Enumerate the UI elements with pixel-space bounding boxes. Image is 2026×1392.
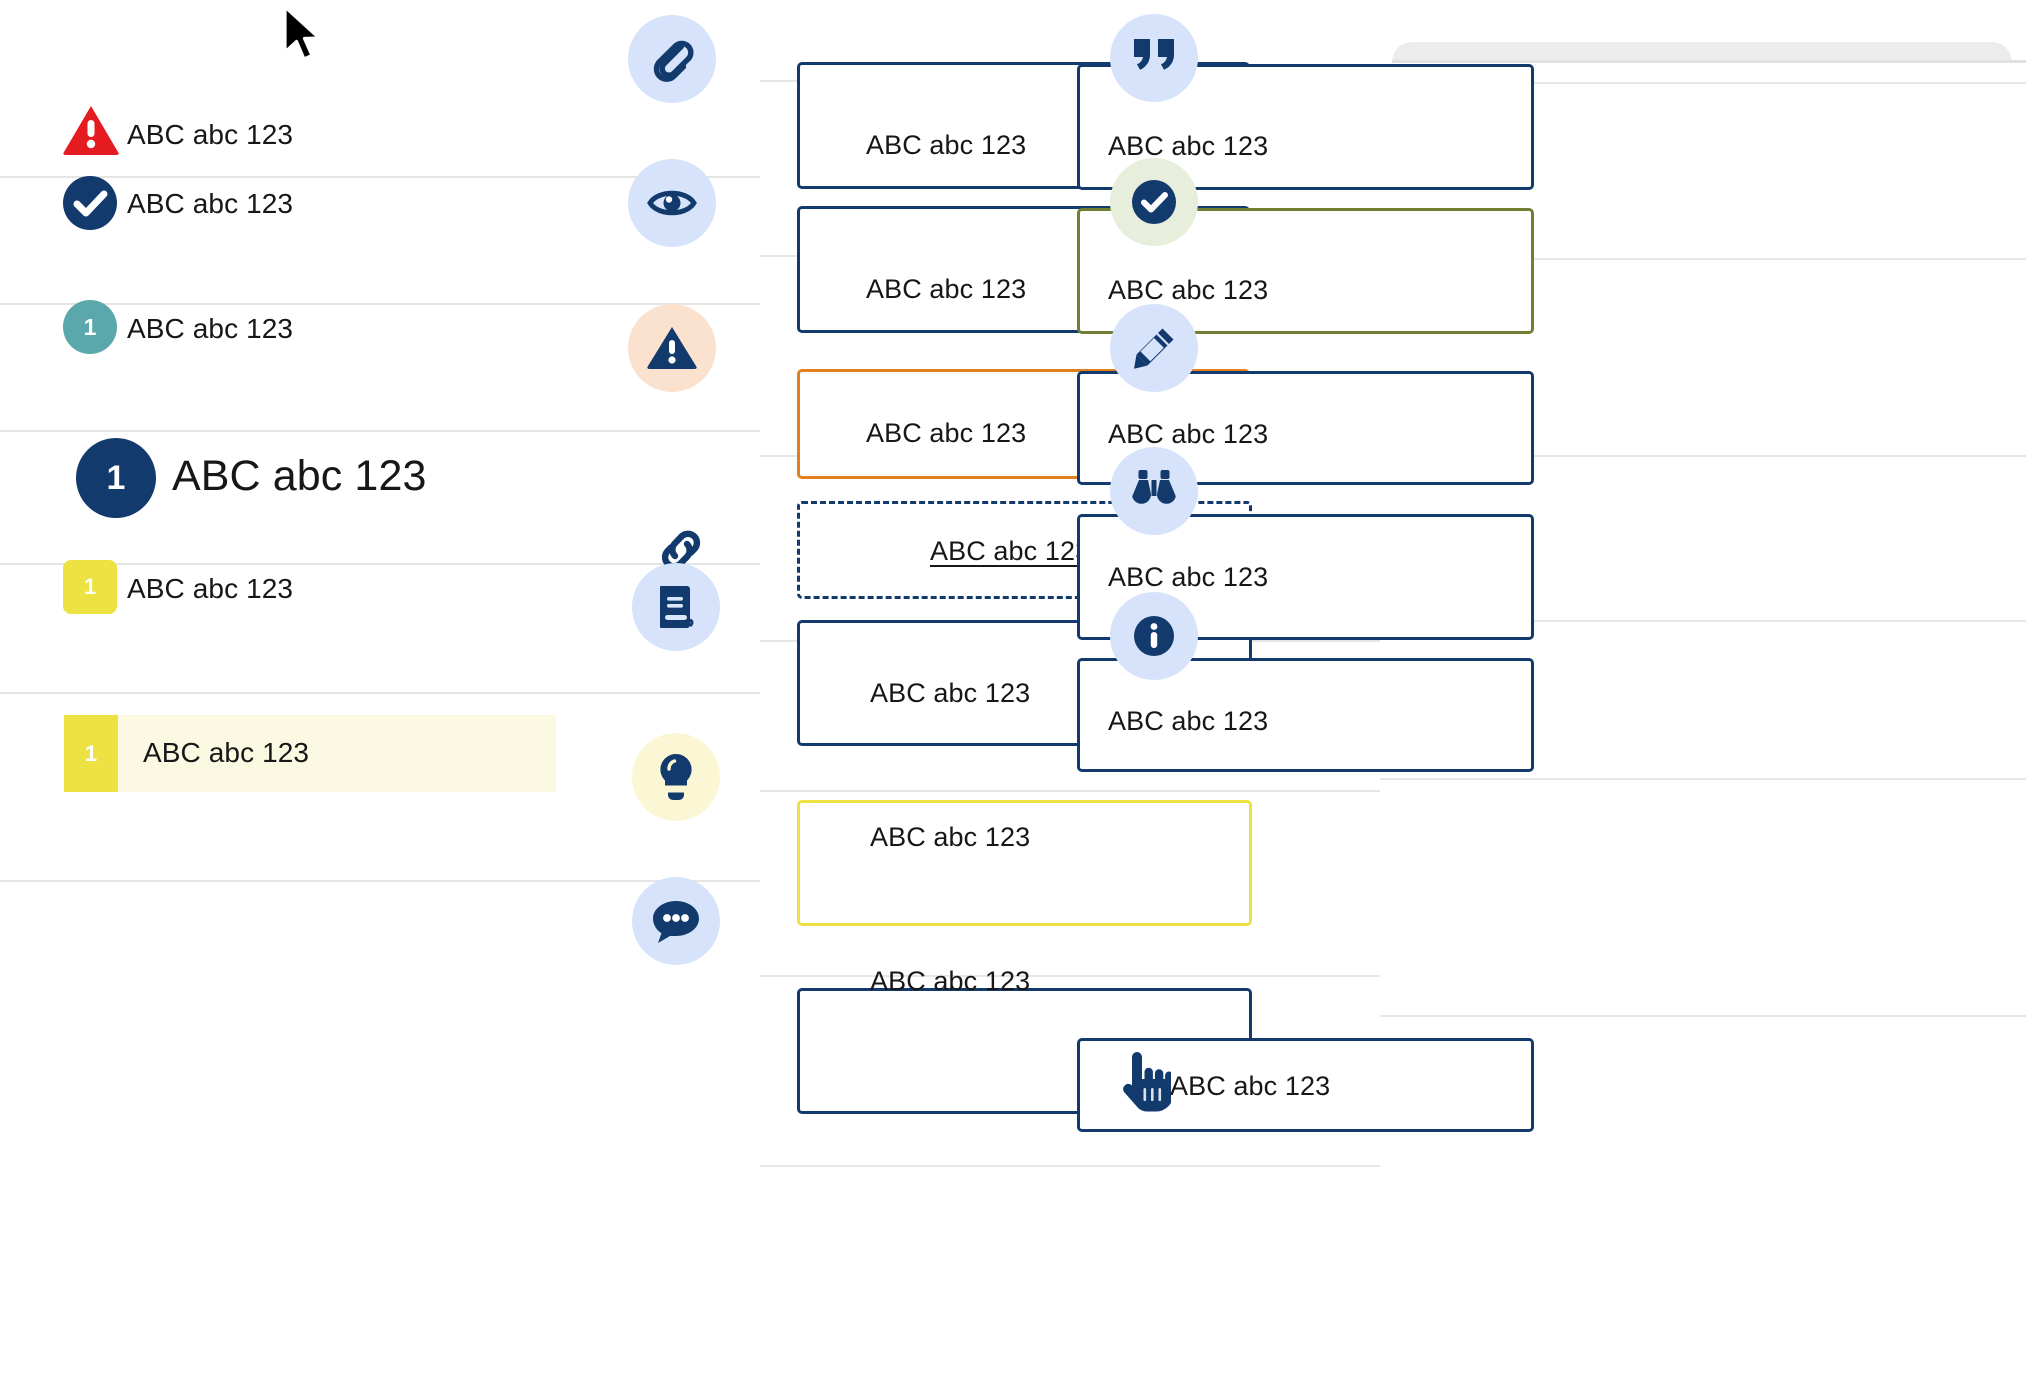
yellow-number-badge-flat: 1 <box>64 715 118 792</box>
list-divider <box>0 430 760 432</box>
badge-number: 1 <box>84 740 98 766</box>
right-card-column: ABC abc 123 ABC abc 123 ABC abc 123 <box>1077 0 2026 1392</box>
check-circle-icon <box>62 175 118 231</box>
list-item[interactable]: 1 ABC abc 123 <box>0 434 760 562</box>
alert-triangle-icon <box>62 104 120 156</box>
card-label: ABC abc 123 <box>1108 706 1269 736</box>
pointing-hand-icon <box>1099 1040 1187 1128</box>
card-divider <box>1380 1015 2026 1017</box>
card-label: ABC abc 123 <box>1108 275 1269 305</box>
teal-number-badge: 1 <box>63 300 117 354</box>
yellow-number-badge: 1 <box>63 560 117 614</box>
eye-icon <box>628 159 716 247</box>
list-item-label: ABC abc 123 <box>127 313 294 344</box>
info-icon <box>1110 592 1198 680</box>
list-divider <box>0 692 760 694</box>
card-label: ABC abc 123 <box>870 822 1031 852</box>
card-label: ABC abc 123 <box>870 966 1031 996</box>
tip-card[interactable] <box>797 800 1252 926</box>
lightbulb-icon <box>632 733 720 821</box>
card-label: ABC abc 123 <box>1108 562 1269 592</box>
check-circle-icon <box>1110 158 1198 246</box>
paperclip-icon <box>628 15 716 103</box>
list-divider <box>0 563 760 565</box>
card-label: ABC abc 123 <box>866 130 1027 160</box>
left-list-column: ABC abc 123 ABC abc 123 1 ABC abc 123 1 <box>0 0 760 1392</box>
card-divider <box>1380 455 2026 457</box>
card-divider <box>1380 258 2026 260</box>
card-label: ABC abc 123 <box>1108 419 1269 449</box>
pencil-icon <box>1110 304 1198 392</box>
quote-icon <box>1110 14 1198 102</box>
card-label: ABC abc 123 <box>866 418 1027 448</box>
card-divider <box>1380 778 2026 780</box>
warning-icon <box>628 304 716 392</box>
book-icon <box>632 563 720 651</box>
card-divider <box>760 1165 1380 1167</box>
card-label: ABC abc 123 <box>1108 131 1269 161</box>
list-divider <box>0 303 760 305</box>
list-item[interactable]: 1 ABC abc 123 <box>0 560 760 689</box>
list-item[interactable]: ABC abc 123 <box>0 50 760 170</box>
list-item-label: ABC abc 123 <box>127 573 294 604</box>
preview-card[interactable] <box>1077 514 1534 640</box>
card-divider <box>1380 82 2026 84</box>
binoculars-icon <box>1110 447 1198 535</box>
list-item-label: ABC abc 123 <box>172 452 427 500</box>
card-divider <box>760 790 1380 792</box>
badge-number: 1 <box>83 313 97 340</box>
list-item-label: ABC abc 123 <box>143 737 310 768</box>
list-item-label: ABC abc 123 <box>127 188 294 219</box>
navy-number-badge-large: 1 <box>76 438 156 518</box>
list-item-selected[interactable]: 1 ABC abc 123 <box>0 696 760 826</box>
list-item-label: ABC abc 123 <box>127 119 294 150</box>
card-link-label[interactable]: ABC abc 123 <box>930 536 1091 566</box>
panel-tab-shape <box>1392 42 2012 62</box>
card-divider <box>760 975 1380 977</box>
list-divider <box>0 176 760 178</box>
panel-tab-underline <box>1392 60 2026 63</box>
list-item-highlight-background <box>64 715 556 792</box>
list-item[interactable]: 1 ABC abc 123 <box>0 300 760 427</box>
badge-number: 1 <box>83 574 97 599</box>
list-divider <box>0 880 760 882</box>
list-item[interactable]: ABC abc 123 <box>0 176 760 300</box>
card-divider <box>1380 620 2026 622</box>
card-label: ABC abc 123 <box>1170 1071 1331 1101</box>
badge-number: 1 <box>106 458 126 497</box>
comment-icon <box>632 877 720 965</box>
card-label: ABC abc 123 <box>866 274 1027 304</box>
card-label: ABC abc 123 <box>870 678 1031 708</box>
